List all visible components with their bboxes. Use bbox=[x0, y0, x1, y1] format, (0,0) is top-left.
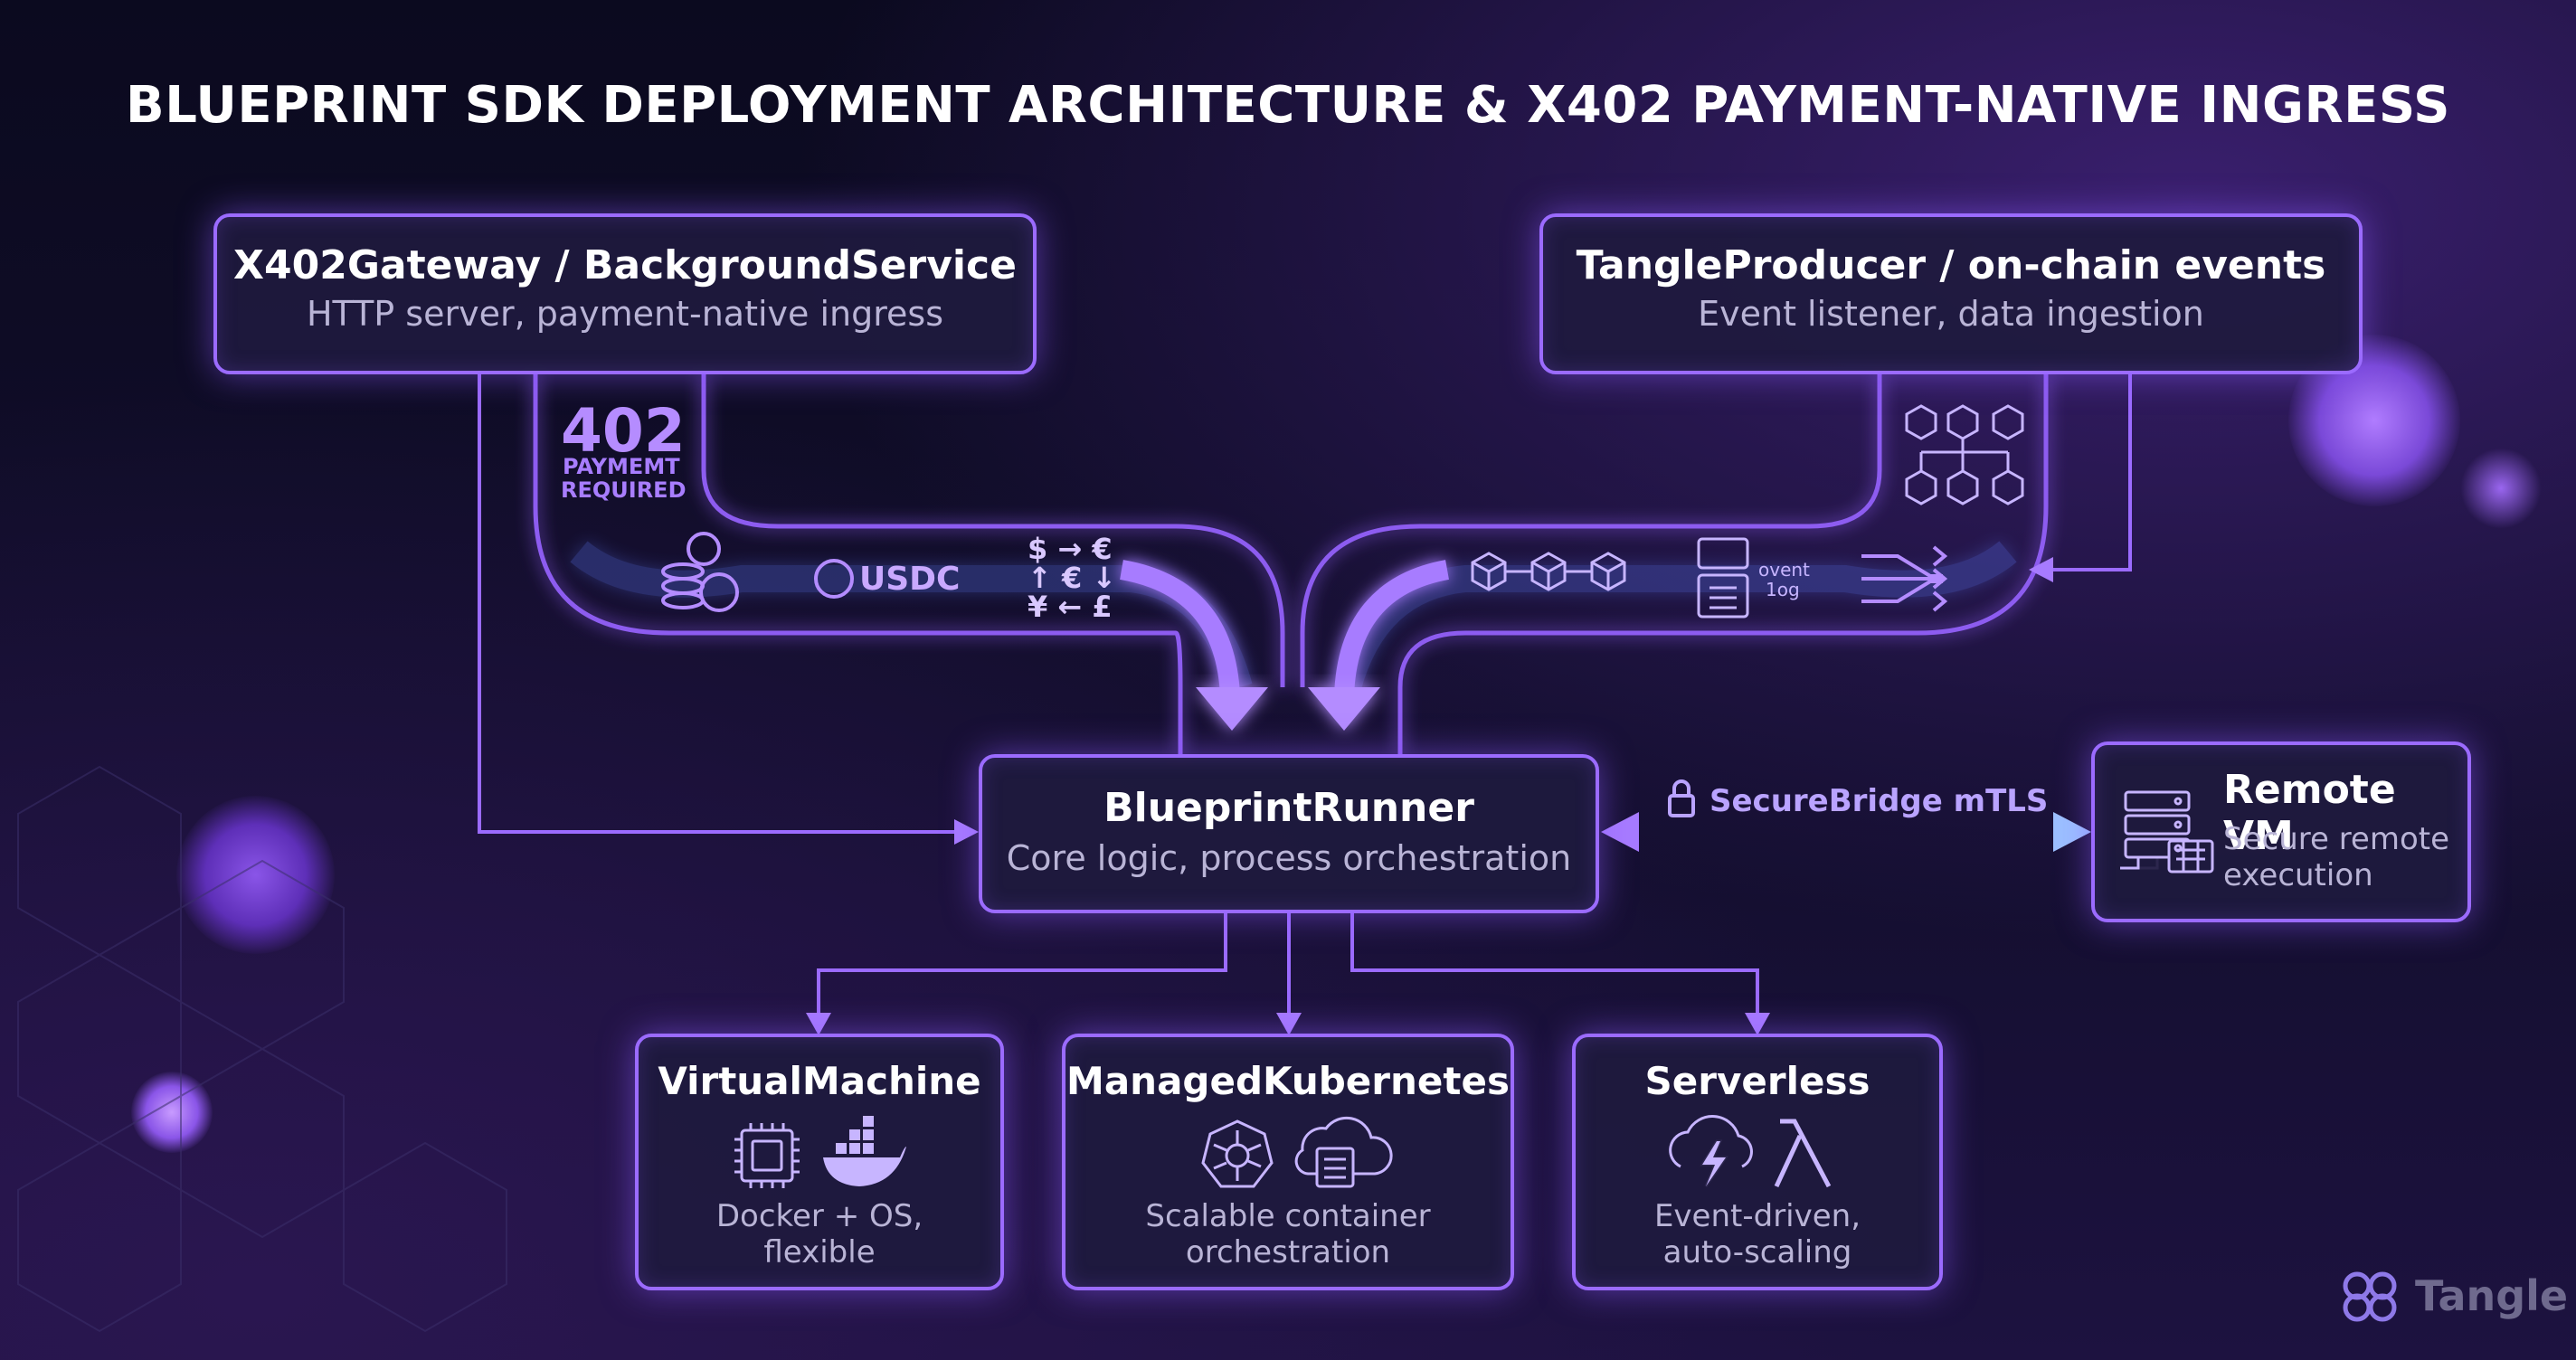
virtualmachine-title: VirtualMachine bbox=[658, 1059, 981, 1103]
tangle-logo-icon bbox=[2343, 1271, 2397, 1322]
gateway-node: X402Gateway / BackgroundService HTTP ser… bbox=[213, 213, 1037, 374]
fx-line1: $ → € bbox=[1028, 532, 1113, 566]
producer-node: TangleProducer / on-chain events Event l… bbox=[1539, 213, 2363, 374]
payment-code-line2: REQUIRED bbox=[561, 477, 687, 503]
producer-side-line bbox=[2044, 374, 2132, 571]
glow-orb-right-small bbox=[2460, 448, 2542, 529]
runner-node: BlueprintRunner Core logic, process orch… bbox=[979, 754, 1599, 913]
producer-node-subtitle: Event listener, data ingestion bbox=[1698, 294, 2204, 334]
virtualmachine-subtitle-line1: Docker + OS, bbox=[715, 1198, 923, 1234]
runner-to-serverless-line bbox=[1350, 913, 1759, 1022]
payment-flow-arrow bbox=[1119, 560, 1240, 697]
runner-to-vm-line bbox=[817, 913, 1227, 1022]
runner-node-title: BlueprintRunner bbox=[1103, 785, 1474, 831]
event-log-icon bbox=[1697, 537, 1749, 619]
fx-line2: ↑ € ↓ bbox=[1028, 561, 1117, 595]
coins-icon bbox=[661, 532, 739, 612]
event-channel-outline bbox=[1397, 374, 2049, 755]
serverless-subtitle-line2: auto-scaling bbox=[1662, 1234, 1852, 1270]
virtualmachine-subtitle-line2: flexible bbox=[763, 1234, 876, 1270]
remote-vm-subtitle-line1: Secure remote bbox=[2223, 821, 2450, 857]
payment-code-line1: PAYMEMT bbox=[563, 454, 680, 479]
serverless-title: Serverless bbox=[1644, 1059, 1870, 1103]
managedkubernetes-subtitle-line1: Scalable container bbox=[1145, 1198, 1431, 1234]
managedkubernetes-title: ManagedKubernetes bbox=[1066, 1059, 1510, 1103]
fx-line3: ¥ ← £ bbox=[1028, 590, 1113, 624]
gateway-to-runner-line bbox=[478, 374, 963, 834]
remote-vm-node: Remote VM Secure remote execution bbox=[2091, 741, 2471, 922]
event-log-line1: ovent bbox=[1758, 559, 1810, 581]
producer-node-title: TangleProducer / on-chain events bbox=[1576, 242, 2326, 288]
blockchain-icon bbox=[1471, 552, 1626, 591]
securebridge-label: SecureBridge mTLS bbox=[1709, 783, 2049, 819]
event-flow-arrow bbox=[1334, 560, 1450, 697]
managedkubernetes-node: ManagedKubernetes Scalable container orc… bbox=[1062, 1034, 1514, 1290]
serverless-node: Serverless Event-driven, auto-scaling bbox=[1572, 1034, 1943, 1290]
runner-node-subtitle: Core logic, process orchestration bbox=[1006, 838, 1572, 878]
serverless-subtitle-line1: Event-driven, bbox=[1653, 1198, 1861, 1234]
payment-code: 402 bbox=[561, 396, 686, 466]
page-title: BLUEPRINT SDK DEPLOYMENT ARCHITECTURE & … bbox=[126, 76, 2450, 135]
glow-orb-left-large bbox=[176, 796, 335, 954]
gateway-node-subtitle: HTTP server, payment-native ingress bbox=[306, 294, 944, 334]
event-log-line2: 1og bbox=[1766, 579, 1800, 600]
usdc-label: USDC bbox=[859, 561, 961, 598]
remote-vm-subtitle-line2: execution bbox=[2223, 857, 2373, 893]
shuffle-icon bbox=[1861, 545, 1948, 612]
hex-grid-decoration bbox=[17, 765, 507, 1333]
lock-icon bbox=[1668, 779, 1695, 817]
gateway-node-title: X402Gateway / BackgroundService bbox=[233, 242, 1017, 288]
payment-channel-outline bbox=[533, 374, 1183, 755]
managedkubernetes-subtitle-line2: orchestration bbox=[1185, 1234, 1391, 1270]
tangle-logo-text: Tangle bbox=[2415, 1271, 2569, 1320]
virtualmachine-node: VirtualMachine Docker + OS, flexible bbox=[635, 1034, 1004, 1290]
remote-vm-title: Remote VM bbox=[2223, 767, 2396, 859]
usdc-icon bbox=[814, 559, 854, 599]
